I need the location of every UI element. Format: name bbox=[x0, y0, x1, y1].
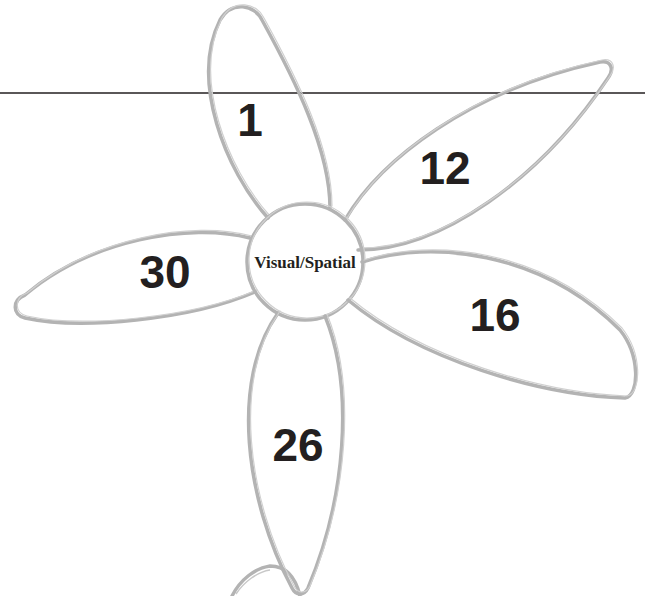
petal-outline bbox=[251, 311, 345, 592]
rule-line bbox=[0, 92, 645, 94]
petal-number: 16 bbox=[469, 292, 520, 338]
center-label: Visual/Spatial bbox=[254, 254, 355, 271]
petal-outline bbox=[345, 62, 611, 250]
petal-outline bbox=[211, 5, 332, 216]
petal-number: 12 bbox=[419, 145, 470, 191]
petal-outline bbox=[15, 232, 255, 323]
petal-shape bbox=[340, 55, 620, 255]
petal-number: 26 bbox=[272, 422, 323, 468]
petal: 30 bbox=[10, 215, 260, 330]
petal: 1 bbox=[185, 0, 340, 225]
petal-outline bbox=[17, 230, 257, 321]
center-circle: Visual/Spatial bbox=[245, 202, 365, 322]
petal-outline bbox=[209, 7, 330, 218]
petal-outline bbox=[347, 60, 613, 248]
petal-number: 30 bbox=[139, 249, 190, 295]
partial-petal-sketch bbox=[236, 570, 270, 594]
petal: 26 bbox=[240, 305, 360, 596]
petal-number: 1 bbox=[237, 97, 263, 143]
petal: 16 bbox=[345, 235, 640, 405]
petal-outline bbox=[249, 313, 343, 594]
petal-shape bbox=[10, 215, 260, 330]
petal-outline bbox=[350, 250, 638, 396]
petal-outline bbox=[348, 252, 636, 398]
petal: 12 bbox=[340, 55, 620, 255]
